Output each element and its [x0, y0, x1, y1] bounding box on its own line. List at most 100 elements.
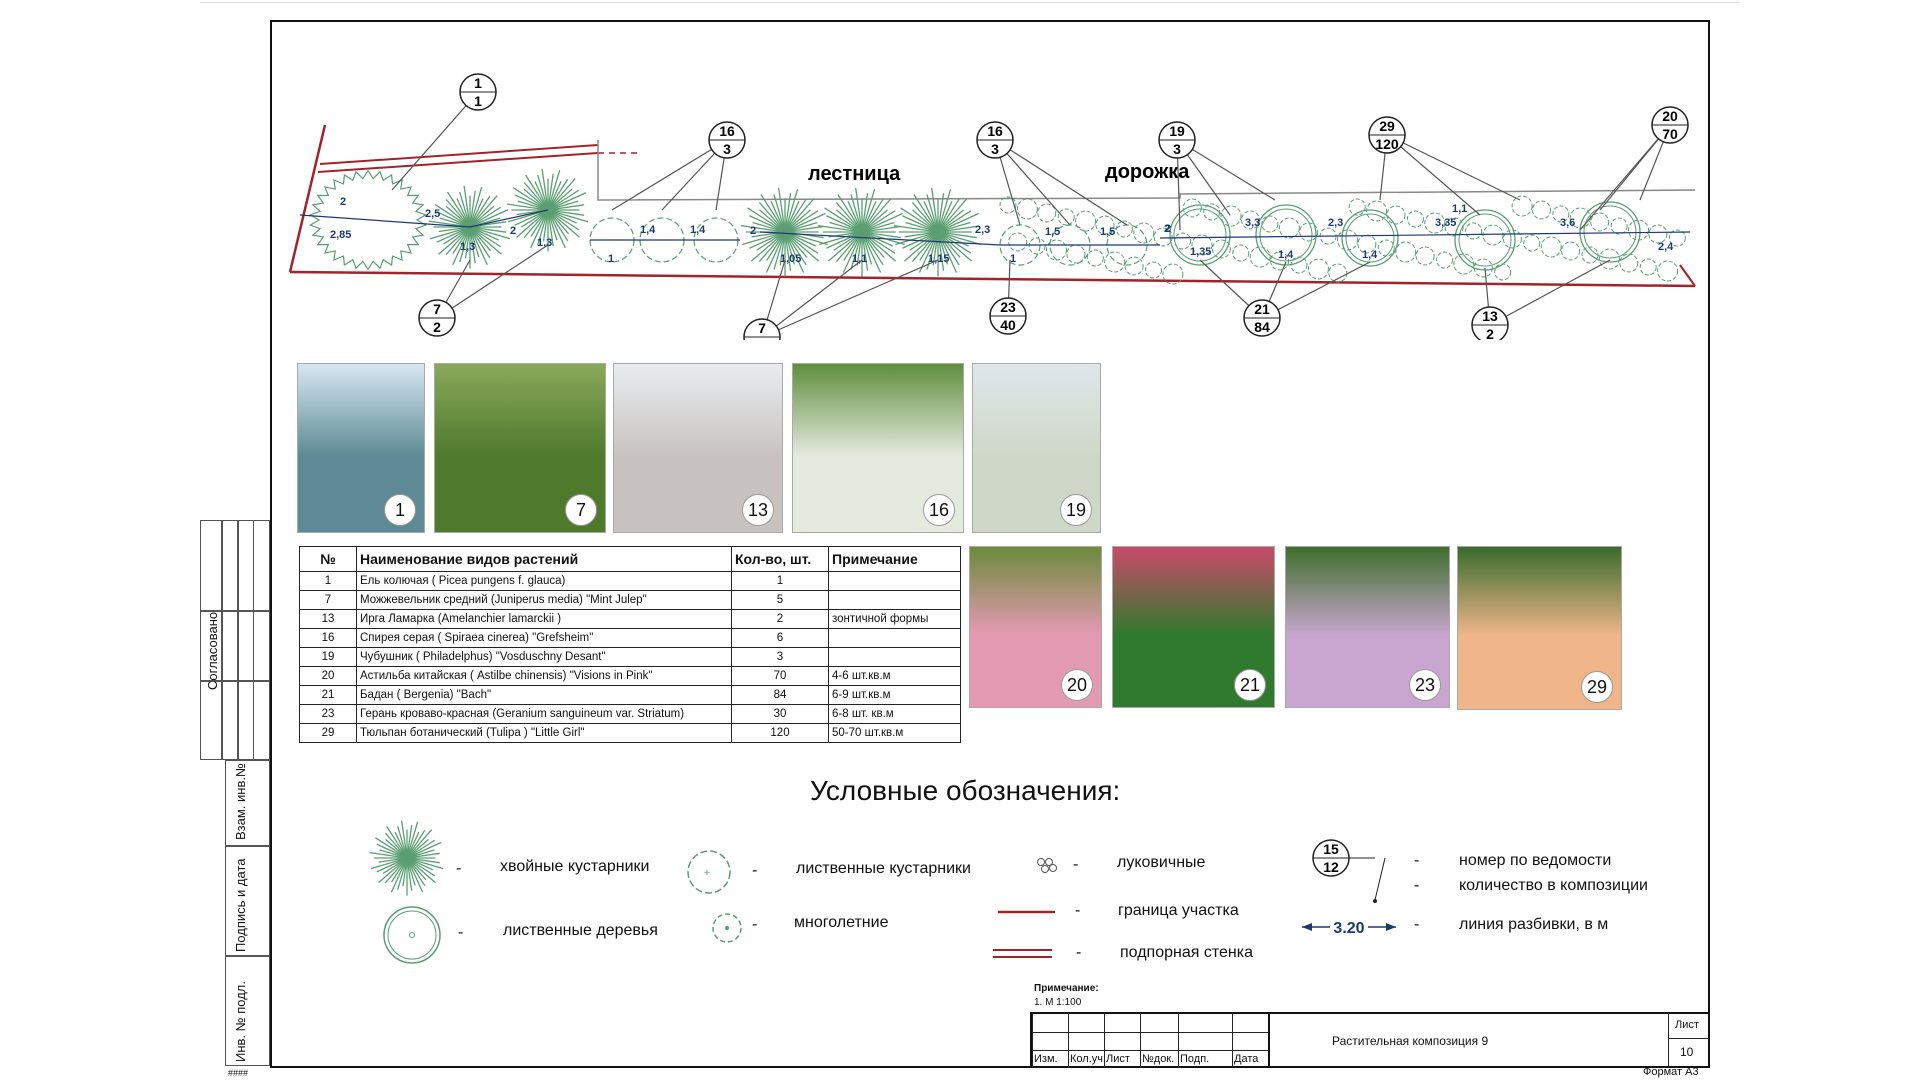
col-qty: Кол-во, шт. [731, 546, 829, 572]
retaining-wall [317, 152, 599, 173]
perennial-symbol [1348, 198, 1366, 216]
plant-photo-7: 7 [434, 363, 606, 533]
site-boundary [288, 124, 327, 273]
row-note: зонтичной формы [828, 609, 961, 629]
dimension-label: 1,5 [1045, 226, 1060, 238]
perennial-symbol [1203, 203, 1221, 221]
note-text: 1. М 1:100 [1034, 997, 1082, 1008]
drawing-sheet [270, 20, 1710, 1068]
perennial-symbol [1046, 239, 1067, 261]
photo-number: 23 [1409, 669, 1441, 701]
callout-bottom: 3 [991, 141, 999, 157]
dimension-label: 1,1 [1452, 203, 1467, 215]
legend-dash: - [456, 860, 462, 877]
row-note: 6-9 шт.кв.м [828, 685, 961, 705]
perennial-symbol [1610, 217, 1628, 235]
dimension-label: 1,4 [1362, 249, 1378, 261]
perennial-symbol [1619, 253, 1639, 273]
plant-photo-20: 20 [969, 546, 1102, 708]
row-num: 16 [299, 628, 357, 648]
perennial-symbol [1086, 249, 1104, 267]
conifer-symbol [506, 168, 589, 252]
perennial-symbol [1639, 258, 1657, 276]
callout-marker: 163 [976, 121, 1128, 226]
sheet-number: 10 [1680, 1045, 1694, 1059]
perennial-symbol [1249, 246, 1271, 268]
photo-number: 16 [923, 494, 955, 526]
perennial-symbol [1668, 229, 1686, 247]
perennial-symbol [1523, 234, 1541, 252]
perennial-symbol [1465, 222, 1483, 240]
legend-dash: - [458, 924, 464, 941]
perennial-symbol [1482, 224, 1504, 246]
photo-number: 19 [1060, 494, 1092, 526]
dimension-label: 2,5 [425, 208, 440, 220]
perennial-symbol [1153, 227, 1173, 247]
dimension-label: 2,3 [1328, 217, 1343, 229]
callout-bottom: 3 [758, 338, 766, 340]
deciduous-tree-symbol [1255, 204, 1317, 266]
callout-marker: 132 [1471, 259, 1611, 340]
dimension-label: 1,5 [1100, 226, 1115, 238]
note-title: Примечание: [1034, 983, 1099, 994]
row-qty: 70 [731, 666, 829, 686]
perennial-symbol [1657, 260, 1679, 282]
legend-dash: - [1414, 852, 1420, 869]
row-name: Тюльпан ботанический (Tulipa ) "Little G… [356, 723, 732, 743]
legend-dash: - [1073, 856, 1079, 873]
photo-number: 21 [1234, 669, 1266, 701]
perennial-symbol [1241, 210, 1260, 230]
perennial-symbol [1133, 222, 1155, 244]
stamp-col-label: Подп. [1180, 1053, 1210, 1065]
callout-bottom: 3 [1173, 141, 1181, 157]
dimension-label: 2,4 [1658, 241, 1674, 253]
legend-title: Условные обозначения: [810, 775, 1121, 806]
sheet-label: Лист [1675, 1019, 1699, 1031]
format-label: Формат А3 [1643, 1066, 1699, 1078]
callout-bottom: 3 [723, 141, 731, 157]
perennial-symbol [1182, 198, 1202, 218]
callout-marker: 193 [1158, 121, 1276, 231]
deciduous-tree-symbol [1454, 209, 1516, 271]
perennial-symbol [1540, 236, 1562, 258]
stair-label: лестница [808, 163, 901, 185]
callout-top: 23 [1000, 299, 1016, 315]
col-name: Наименование видов растений [356, 546, 732, 572]
dimension-label: 1,4 [640, 224, 656, 236]
legend-callout-text2: количество в композиции [1459, 877, 1648, 894]
spruce-symbol [308, 169, 428, 271]
row-name: Чубушник ( Philadelphus) "Vosduschny Des… [356, 647, 732, 667]
stamp-col-label: Лист [1106, 1053, 1130, 1065]
row-name: Можжевельник средний (Juniperus media) "… [356, 590, 732, 610]
legend-callout-top: 15 [1323, 841, 1339, 857]
dimension-label: 2 [340, 196, 346, 208]
row-qty: 1 [731, 571, 829, 591]
row-num: 19 [299, 647, 357, 667]
perennial-symbol [1008, 232, 1028, 252]
legend-dash: - [1414, 877, 1420, 894]
row-qty: 120 [731, 723, 829, 743]
dimension-label: 1 [1010, 253, 1016, 265]
dimension-label: 1,05 [780, 253, 801, 265]
row-qty: 2 [731, 609, 829, 629]
perennial-symbol [1436, 251, 1453, 269]
perennial-symbol [1299, 222, 1319, 242]
row-num: 29 [299, 723, 357, 743]
legend-conifer: хвойные кустарники [500, 858, 650, 875]
row-name: Бадан ( Bergenia) "Bach" [356, 685, 732, 705]
callout-bottom: 2 [433, 319, 441, 335]
callout-top: 7 [433, 301, 441, 317]
photo-number: 1 [384, 494, 416, 526]
plant-photo-29: 29 [1457, 546, 1622, 710]
stamp-col-label: Дата [1234, 1053, 1259, 1065]
perennial-symbol [1145, 261, 1162, 279]
photo-number: 13 [742, 494, 774, 526]
perennial-symbol [1357, 234, 1377, 254]
deciduous-shrub-symbol [687, 850, 731, 894]
dimension-label: 1 [608, 253, 614, 265]
